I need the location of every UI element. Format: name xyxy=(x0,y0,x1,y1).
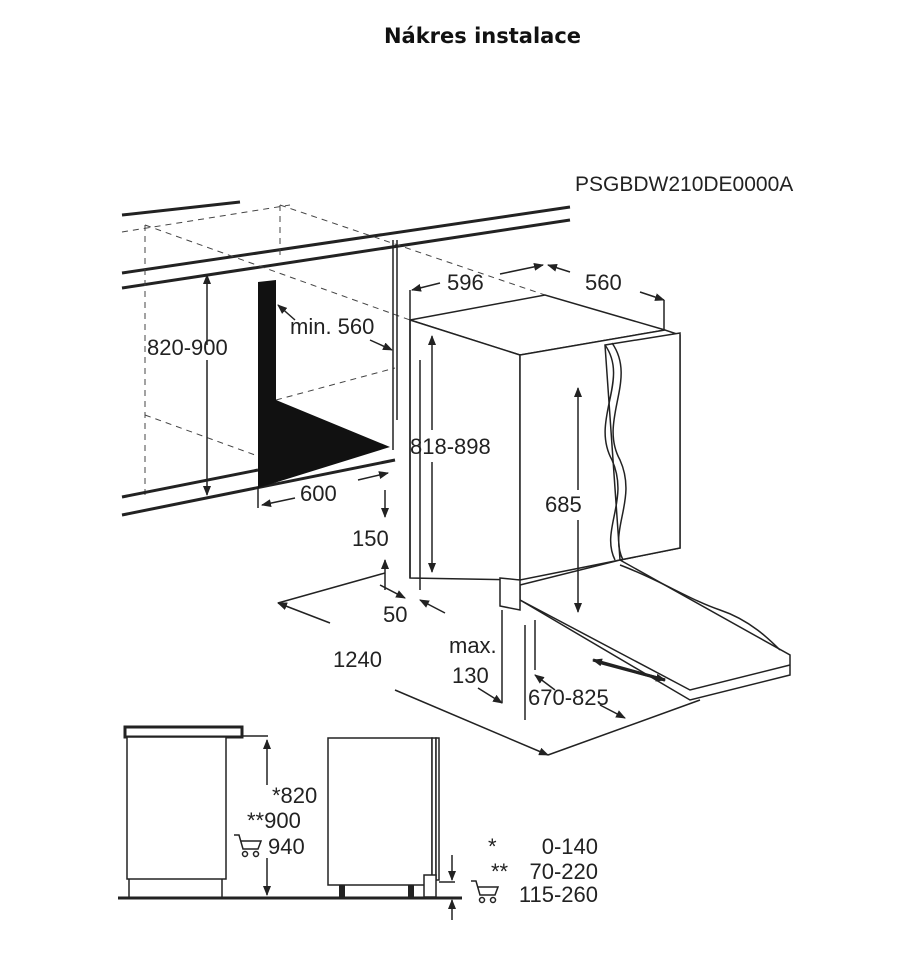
niche-wall xyxy=(258,280,390,488)
cart-icon xyxy=(471,880,500,904)
door-height-label: 685 xyxy=(545,492,582,517)
countertop xyxy=(121,200,571,500)
appliance-width-label: 596 xyxy=(447,270,484,295)
cart-icon xyxy=(234,834,263,858)
plinth-range-value: 115-260 xyxy=(519,882,598,907)
height-900-label: **900 xyxy=(247,808,301,833)
max-label: max. xyxy=(449,633,497,658)
max-value-label: 130 xyxy=(452,663,489,688)
total-depth-label: 1240 xyxy=(333,647,382,672)
dimension-arrows xyxy=(203,262,701,756)
niche-height-label: 820-900 xyxy=(147,335,228,360)
plinth-depth-label: 50 xyxy=(383,602,407,627)
plinth-range-mark: * xyxy=(488,834,497,859)
niche-min-depth-label: min. 560 xyxy=(290,314,374,339)
plinth-range-value: 0-140 xyxy=(542,834,598,859)
plinth-range-mark: ** xyxy=(491,859,509,884)
plinth-range-value: 70-220 xyxy=(529,859,598,884)
height-820-label: *820 xyxy=(272,783,317,808)
appliance-depth-label: 560 xyxy=(585,270,622,295)
page-title: Nákres instalace xyxy=(383,24,582,48)
plinth-height-label: 150 xyxy=(352,526,389,551)
appliance-height-label: 818-898 xyxy=(410,434,491,459)
model-code: PSGBDW210DE0000A xyxy=(575,173,793,196)
height-940-label: 940 xyxy=(268,834,305,859)
door-travel-label: 670-825 xyxy=(528,685,609,710)
side-view xyxy=(118,725,462,920)
niche-width-label: 600 xyxy=(300,481,337,506)
dishwasher xyxy=(409,290,791,701)
